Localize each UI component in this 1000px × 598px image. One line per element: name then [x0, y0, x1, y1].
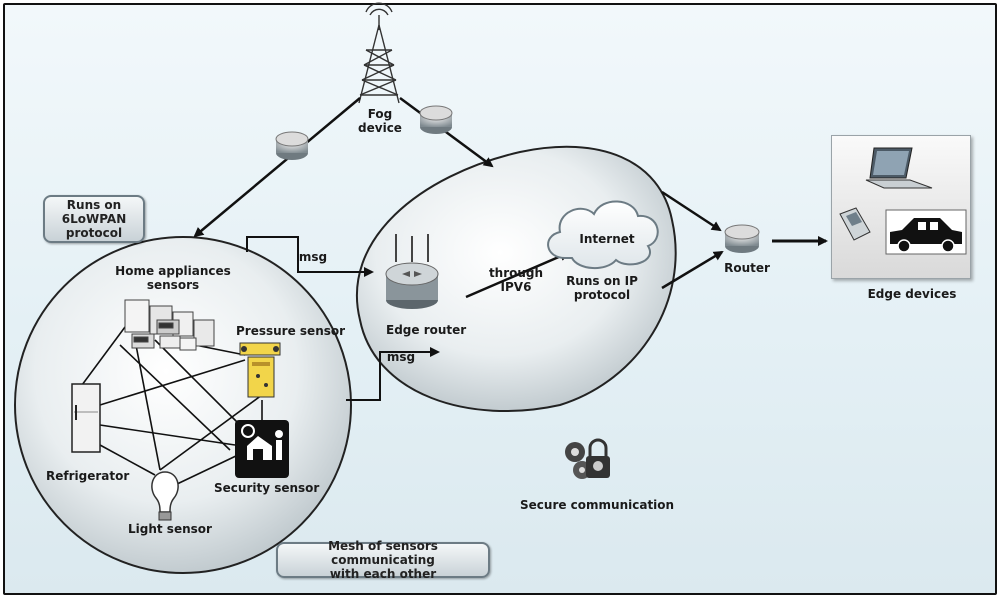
msg-top-label: msg [298, 250, 328, 264]
security-house-icon [235, 420, 289, 478]
pressure-sensor-icon [239, 342, 281, 398]
fog-to-home-arrow [193, 97, 361, 238]
through-ipv6-label: through IPV6 [488, 266, 544, 294]
phone-icon [839, 207, 871, 241]
mesh-caption-box: Mesh of sensors communicating with each … [276, 539, 490, 581]
fog-device-label: Fog device [358, 107, 402, 135]
sensor-mesh-lines [81, 326, 263, 486]
cloud-icon [547, 200, 659, 269]
router-disc-icon [419, 105, 453, 134]
laptop-icon [865, 147, 933, 189]
internet-label: Internet [579, 232, 635, 246]
edge-to-router-arrow-top [661, 190, 722, 232]
edge-router-icon [385, 234, 439, 309]
msg-bottom-label: msg [386, 350, 416, 364]
ipv6-arrow [465, 251, 570, 299]
edge-devices-panel [831, 135, 971, 279]
home-appliances-label: Home appliances sensors [115, 264, 231, 292]
msg-top-arrow [246, 236, 374, 277]
router-disc-icon [275, 131, 309, 160]
security-sensor-label: Security sensor [214, 481, 320, 495]
edge-to-router-arrow-bottom [661, 250, 724, 290]
car-icon [885, 209, 967, 255]
edge-devices-label: Edge devices [867, 287, 957, 301]
router-label: Router [724, 261, 770, 275]
pressure-sensor-label: Pressure sensor [236, 324, 346, 338]
light-sensor-label: Light sensor [128, 522, 212, 536]
msg-bottom-arrow [346, 347, 440, 401]
secure-communication-label: Secure communication [520, 498, 675, 512]
gears-lock-icon [565, 438, 610, 479]
refrigerator-label: Refrigerator [46, 469, 130, 483]
tower-icon [358, 2, 400, 104]
appliances-icon [124, 299, 215, 351]
runs-on-6lowpan-box: Runs on 6LoWPAN protocol [43, 195, 145, 243]
light-bulb-icon [151, 471, 179, 521]
router-disc-icon [724, 224, 760, 253]
runs-on-ip-label: Runs on IP protocol [566, 274, 638, 302]
refrigerator-icon [71, 383, 101, 453]
edge-router-label: Edge router [386, 323, 467, 337]
